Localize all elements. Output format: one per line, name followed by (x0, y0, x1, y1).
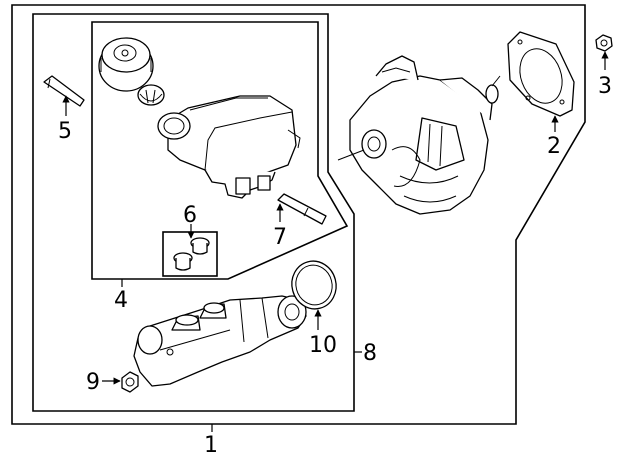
master-cylinder (133, 295, 307, 387)
callout-9: 9 (86, 370, 100, 395)
reservoir-strainer (137, 84, 165, 106)
callout-8: 8 (363, 341, 377, 366)
nut-9 (121, 371, 139, 393)
reservoir-cap (98, 37, 154, 92)
outer-frame-assembly (11, 4, 586, 425)
reservoir-grommets (173, 237, 210, 271)
nut-3 (595, 34, 613, 52)
inner-frame-reservoir (91, 21, 349, 280)
callout-6: 6 (183, 203, 197, 228)
callout-4: 4 (114, 288, 128, 313)
pin-7 (277, 193, 327, 225)
booster-gasket (507, 31, 575, 117)
brake-booster (337, 55, 501, 215)
callout-2: 2 (547, 134, 561, 159)
pin-5 (43, 75, 85, 107)
callout-1: 1 (204, 433, 218, 458)
box-grommets (162, 231, 218, 277)
seal-ring (291, 260, 337, 310)
callout-7: 7 (273, 225, 287, 250)
callout-5: 5 (58, 119, 72, 144)
brake-fluid-reservoir (157, 95, 301, 199)
inner-frame-master-cylinder (32, 13, 355, 412)
callout-10: 10 (309, 333, 337, 358)
callout-3: 3 (598, 74, 612, 99)
